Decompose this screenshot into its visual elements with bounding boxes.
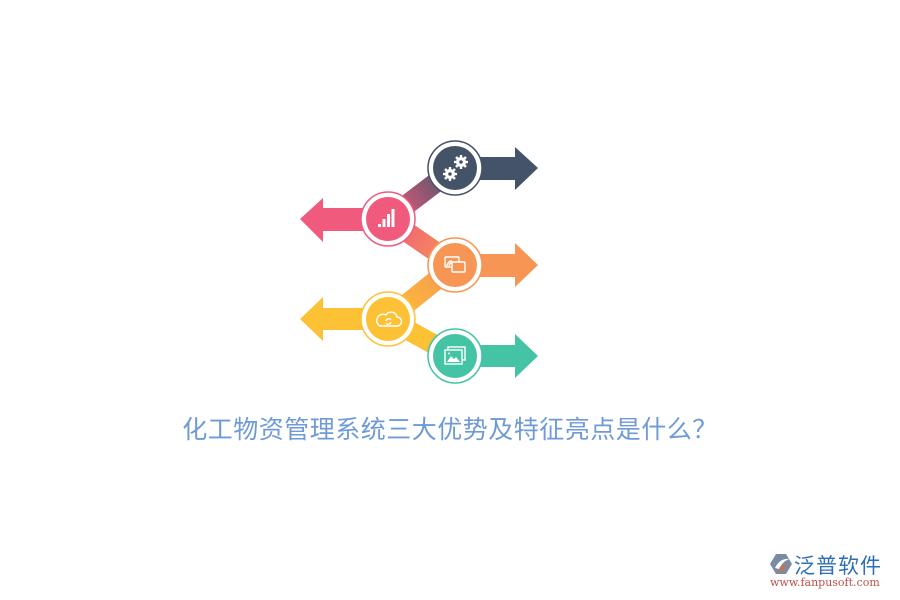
page-title: 化工物资管理系统三大优势及特征亮点是什么？ bbox=[182, 415, 718, 444]
image-gallery-icon bbox=[444, 346, 466, 365]
node-image-gallery bbox=[427, 328, 483, 384]
node-cloud-sync bbox=[360, 291, 416, 347]
screen-cast-icon bbox=[444, 256, 466, 273]
brand-logo: 泛普软件 www.fanpusoft.com bbox=[770, 553, 895, 593]
logo-url: www.fanpusoft.com bbox=[770, 576, 880, 589]
bar-chart-icon bbox=[378, 209, 395, 227]
node-screen-cast bbox=[427, 237, 483, 293]
logo-mark-icon bbox=[770, 554, 792, 574]
logo-name: 泛普软件 bbox=[794, 554, 882, 578]
arrow-right-teal bbox=[470, 334, 538, 378]
arrow-right-navy bbox=[470, 147, 538, 190]
node-gears bbox=[427, 140, 483, 196]
cloud-sync-icon bbox=[376, 311, 403, 327]
node-bar-chart bbox=[360, 191, 416, 247]
gears-icon bbox=[443, 155, 468, 181]
arrow-right-orange bbox=[470, 243, 538, 287]
